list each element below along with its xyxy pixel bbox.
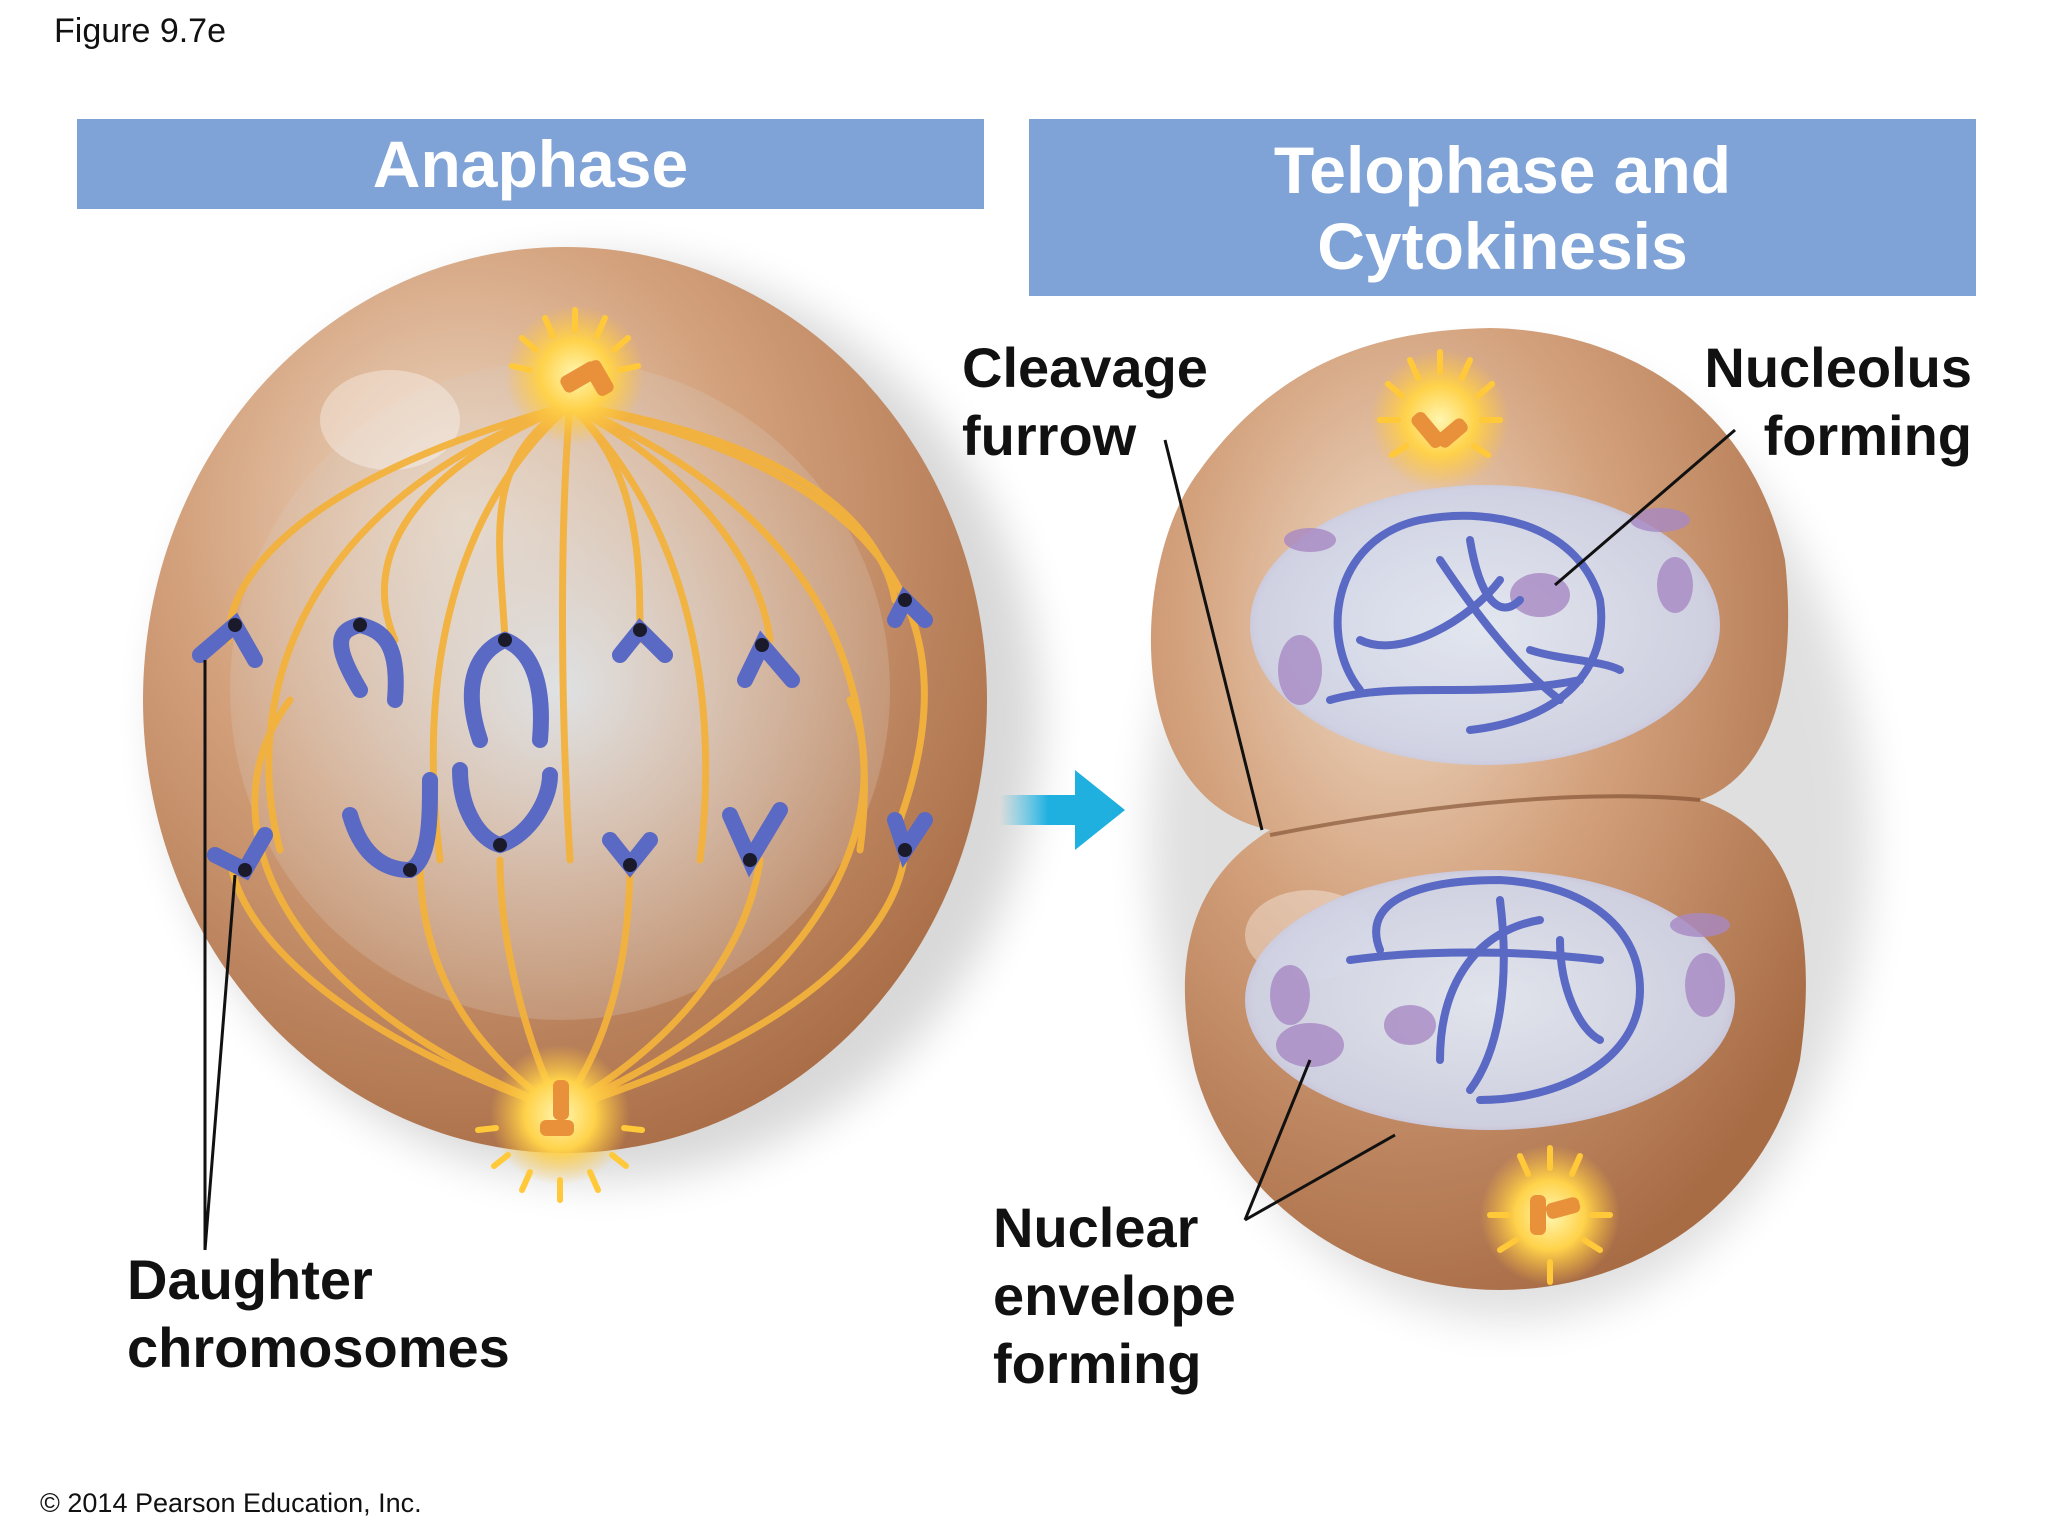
cleavage-furrow-label: Cleavage furrow — [962, 334, 1208, 470]
centrosome-bottom — [475, 1045, 645, 1203]
cleavage-leader — [1163, 439, 1264, 831]
cleavage-label-line2: furrow — [962, 404, 1137, 467]
nuclear-envelope-label: Nuclear envelope forming — [993, 1194, 1236, 1398]
daughter-chromosomes-label: Daughter chromosomes — [127, 1246, 510, 1382]
nucleolus-label-line2: forming — [1763, 404, 1972, 467]
daughter-label-line1: Daughter — [127, 1248, 373, 1311]
telophase-leaders — [1163, 428, 1736, 1222]
nuclear-label-line2: envelope — [993, 1264, 1236, 1327]
nuclear-leader-1 — [1243, 1059, 1312, 1221]
telophase-title-line1: Telophase and — [1273, 132, 1732, 207]
centrosome-telophase-top — [1370, 349, 1510, 490]
telophase-title-line2: Cytokinesis — [1317, 208, 1688, 283]
transition-arrow — [1000, 770, 1125, 850]
kinetochores — [228, 593, 912, 877]
nucleolus-label-line1: Nucleolus — [1704, 336, 1972, 399]
nuclear-label-line3: forming — [993, 1332, 1202, 1395]
cleavage-label-line1: Cleavage — [962, 336, 1208, 399]
daughter-label-line2: chromosomes — [127, 1316, 510, 1379]
anaphase-banner: Anaphase — [77, 119, 984, 209]
nucleolus-forming-label: Nucleolus forming — [1704, 334, 1972, 470]
daughter-chromosomes-leaders — [203, 660, 237, 1251]
anaphase-title: Anaphase — [372, 127, 689, 201]
copyright-notice: © 2014 Pearson Education, Inc. — [40, 1488, 422, 1518]
centrosome-top — [505, 305, 645, 445]
nuclear-label-line1: Nuclear — [993, 1196, 1199, 1259]
figure-label: Figure 9.7e — [54, 12, 226, 50]
nucleus-bottom — [1245, 870, 1735, 1130]
nucleolus-leader — [1554, 428, 1736, 587]
centrosome-telophase-bottom — [1480, 1145, 1620, 1285]
telophase-banner: Telophase and Cytokinesis — [1029, 119, 1976, 296]
nucleus-top — [1250, 485, 1720, 765]
nuclear-leader-2 — [1244, 1133, 1396, 1222]
